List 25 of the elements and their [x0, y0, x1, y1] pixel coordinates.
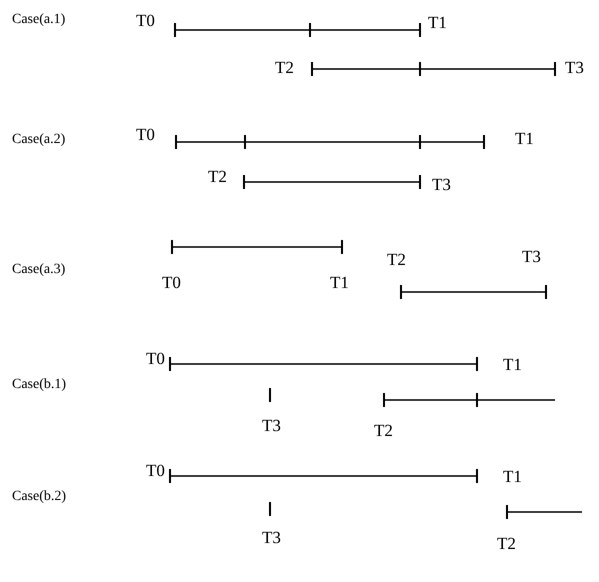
time-label: T3 [522, 248, 541, 265]
time-label: T2 [275, 59, 294, 76]
time-label: T0 [136, 12, 155, 29]
time-label: T3 [432, 176, 451, 193]
case-label: Case(a.2) [12, 133, 66, 147]
time-label: T1 [503, 468, 522, 485]
time-label: T3 [565, 59, 584, 76]
time-label: T2 [208, 168, 227, 185]
time-label: T2 [497, 535, 516, 552]
time-label: T1 [515, 130, 534, 147]
time-label: T0 [136, 126, 155, 143]
time-label: T3 [262, 529, 281, 546]
time-label: T1 [428, 14, 447, 31]
time-label: T2 [387, 251, 406, 268]
case-label: Case(b.2) [12, 490, 66, 504]
time-label: T1 [330, 274, 349, 291]
case-label: Case(a.3) [12, 263, 66, 277]
case-label: Case(b.1) [12, 378, 66, 392]
time-label: T3 [262, 417, 281, 434]
time-label: T1 [503, 356, 522, 373]
time-label: T2 [374, 422, 393, 439]
time-label: T0 [146, 350, 165, 367]
case-label: Case(a.1) [12, 13, 66, 27]
time-label: T0 [146, 462, 165, 479]
time-label: T0 [162, 274, 181, 291]
